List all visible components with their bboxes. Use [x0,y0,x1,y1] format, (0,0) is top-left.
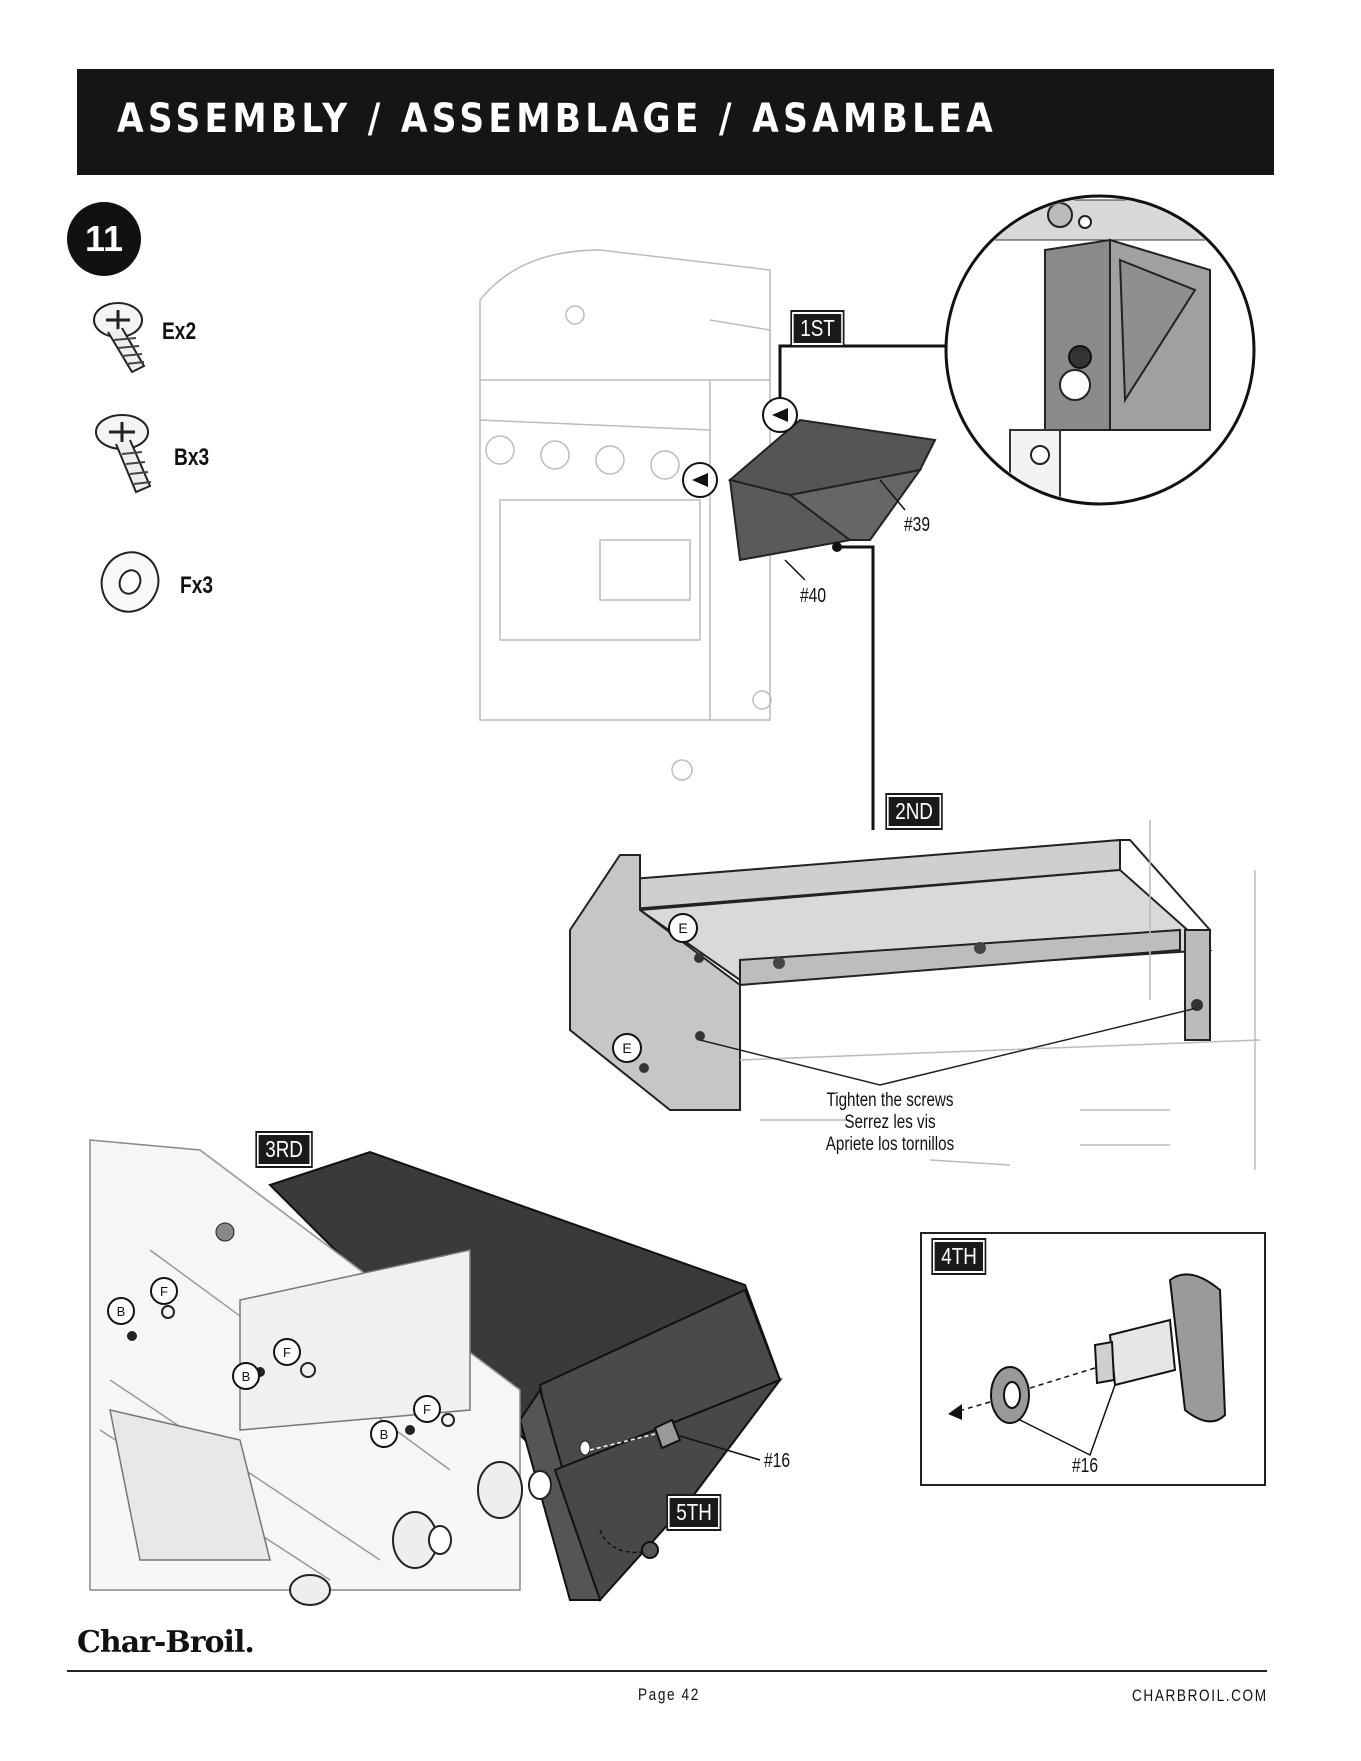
part-label-39: #39 [904,514,930,537]
callout-f-left: F [150,1277,178,1305]
step-tag-2nd: 2ND [887,795,941,828]
step-4-panel [920,1232,1266,1486]
part-label-16-grill: #16 [764,1450,790,1473]
grill-corner-assembly [90,1140,780,1605]
hardware-f-label: Fx3 [180,572,213,600]
step-tag-1st: 1ST [792,312,843,345]
screw-e-icon [94,303,144,372]
step-tag-5th: 5TH [668,1496,720,1529]
callout-f-middle: F [273,1338,301,1366]
page-number: Page 42 [638,1685,700,1705]
website-link: CHARBROIL.COM [1132,1686,1268,1706]
callout-e-lower: E [612,1033,642,1063]
detail-zoom-circle [946,196,1254,504]
side-shelf-large [570,840,1210,1110]
screw-b-icon [96,415,151,492]
footer-divider [67,1670,1267,1672]
side-shelf-small [730,420,935,560]
part-label-40: #40 [800,585,826,608]
brand-logo: Char-Broil. [77,1625,254,1660]
hardware-b-label: Bx3 [174,444,209,472]
instruction-en: Tighten the screws [810,1090,970,1112]
instruction-es: Apriete los tornillos [810,1134,970,1156]
insert-arrow-upper [763,398,797,432]
callout-b-middle: B [232,1362,260,1390]
grill-outline [480,250,771,780]
instruction-fr: Serrez les vis [810,1112,970,1134]
washer-f-icon [92,543,168,621]
callout-f-right: F [413,1395,441,1423]
callout-e-upper: E [668,913,698,943]
callout-b-left: B [107,1297,135,1325]
step-tag-3rd: 3RD [257,1133,311,1166]
tighten-instruction: Tighten the screws Serrez les vis Apriet… [790,1090,990,1156]
hardware-e-label: Ex2 [162,318,196,346]
insert-arrow-lower [683,463,717,497]
callout-b-right: B [370,1420,398,1448]
